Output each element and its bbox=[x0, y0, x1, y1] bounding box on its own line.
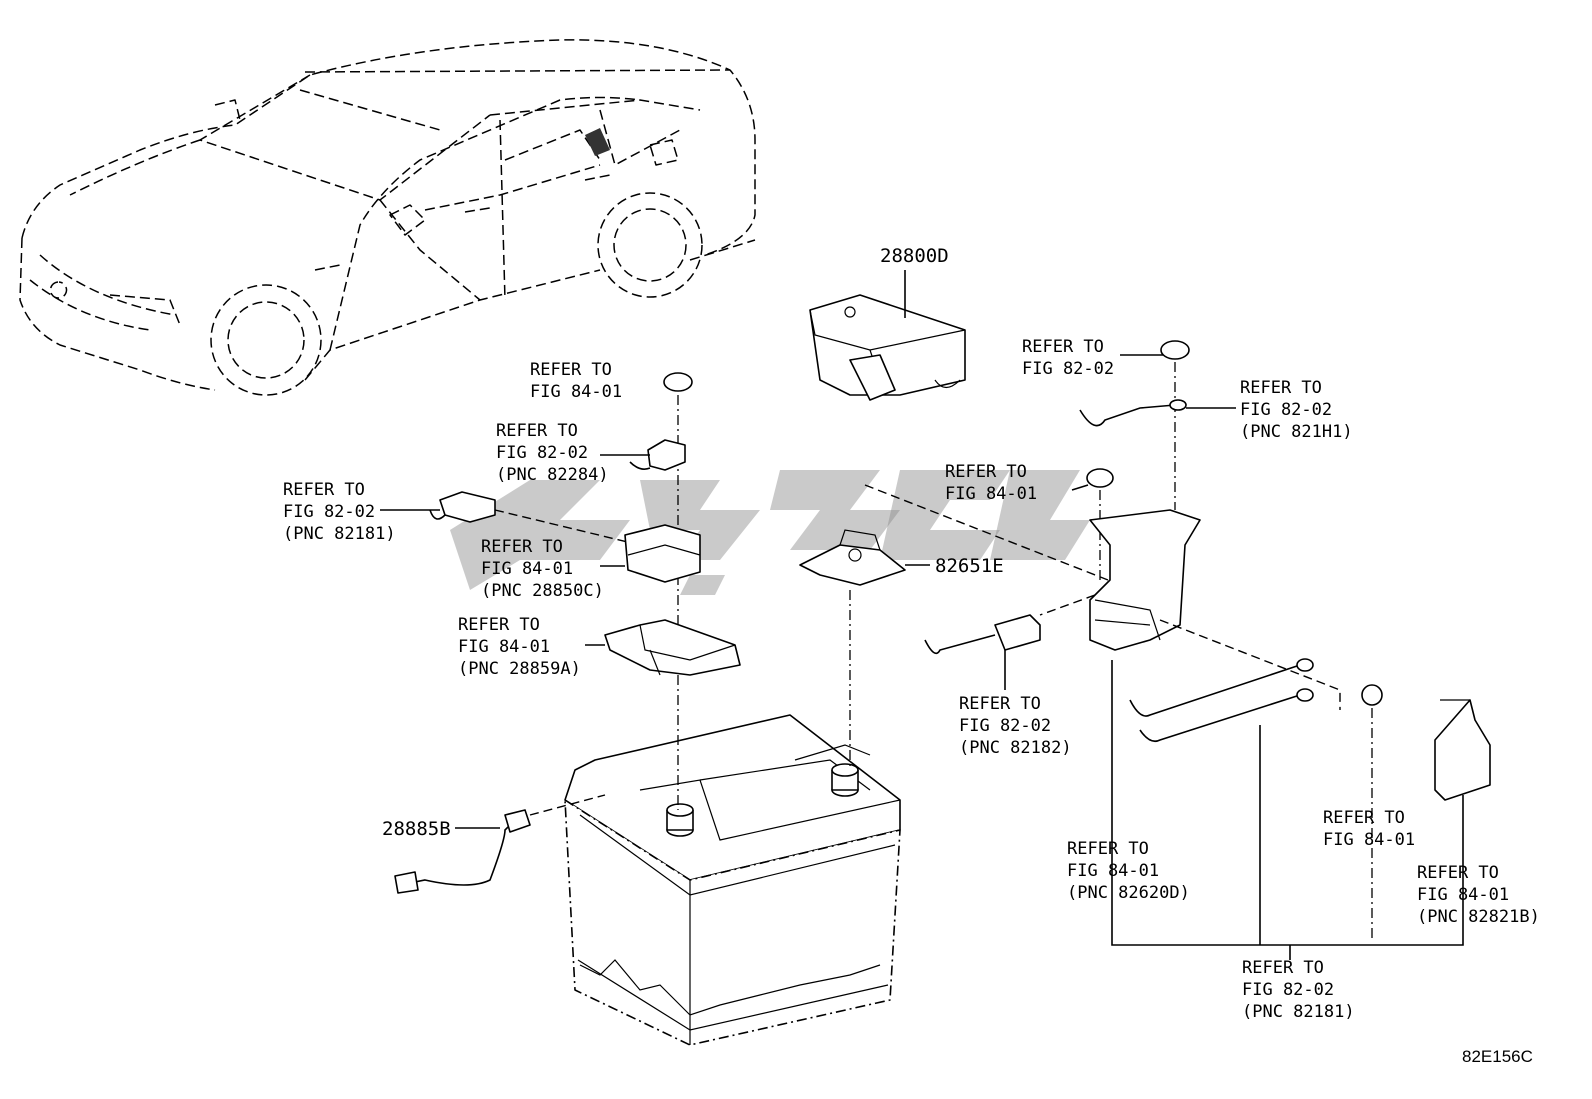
svg-text:REFER TO: REFER TO bbox=[481, 537, 563, 557]
svg-text:REFER TO: REFER TO bbox=[1067, 839, 1149, 859]
svg-text:(PNC 82181): (PNC 82181) bbox=[283, 524, 396, 544]
reference-callout: REFER TO FIG 84-01 (PNC 82821B) bbox=[1417, 863, 1540, 927]
svg-text:REFER TO: REFER TO bbox=[283, 480, 365, 500]
svg-text:REFER TO: REFER TO bbox=[1242, 958, 1324, 978]
svg-text:REFER TO: REFER TO bbox=[1240, 378, 1322, 398]
svg-text:REFER TO: REFER TO bbox=[496, 421, 578, 441]
svg-text:FIG 84-01: FIG 84-01 bbox=[1417, 885, 1509, 905]
sensor-28800d bbox=[809, 294, 966, 401]
right-parts-stack bbox=[864, 340, 1491, 940]
svg-text:FIG 82-02: FIG 82-02 bbox=[959, 716, 1051, 736]
svg-text:FIG 84-01: FIG 84-01 bbox=[530, 382, 622, 402]
reference-callout: REFER TO FIG 84-01 bbox=[1323, 808, 1415, 850]
part-number-28885b: 28885B bbox=[382, 818, 451, 840]
svg-text:FIG 84-01: FIG 84-01 bbox=[458, 637, 550, 657]
svg-text:REFER TO: REFER TO bbox=[458, 615, 540, 635]
clamp-82651e bbox=[799, 529, 906, 770]
svg-text:FIG 82-02: FIG 82-02 bbox=[1240, 400, 1332, 420]
diagram-code: 82E156C bbox=[1462, 1047, 1533, 1066]
left-parts-stack bbox=[429, 372, 741, 810]
svg-text:FIG 84-01: FIG 84-01 bbox=[945, 484, 1037, 504]
svg-text:FIG 84-01: FIG 84-01 bbox=[1323, 830, 1415, 850]
reference-callout: REFER TO FIG 84-01 (PNC 28850C) bbox=[481, 537, 604, 601]
reference-callout: REFER TO FIG 82-02 (PNC 82182) bbox=[959, 694, 1072, 758]
svg-text:FIG 84-01: FIG 84-01 bbox=[481, 559, 573, 579]
reference-callout: REFER TO FIG 82-02 (PNC 82284) bbox=[496, 421, 609, 485]
reference-callout: REFER TO FIG 84-01 bbox=[530, 360, 622, 402]
reference-callout: REFER TO FIG 84-01 (PNC 28859A) bbox=[458, 615, 581, 679]
svg-text:REFER TO: REFER TO bbox=[1022, 337, 1104, 357]
svg-text:FIG 82-02: FIG 82-02 bbox=[1242, 980, 1334, 1000]
svg-text:(PNC 82284): (PNC 82284) bbox=[496, 465, 609, 485]
reference-callout: REFER TO FIG 84-01 bbox=[945, 462, 1037, 504]
vehicle-outline bbox=[19, 39, 756, 396]
battery bbox=[564, 714, 901, 1046]
reference-callouts: REFER TO FIG 84-01 REFER TO FIG 82-02 (P… bbox=[283, 337, 1540, 1022]
svg-text:(PNC 82181): (PNC 82181) bbox=[1242, 1002, 1355, 1022]
svg-text:REFER TO: REFER TO bbox=[959, 694, 1041, 714]
svg-text:(PNC 82821B): (PNC 82821B) bbox=[1417, 907, 1540, 927]
svg-text:(PNC 82182): (PNC 82182) bbox=[959, 738, 1072, 758]
svg-text:(PNC 821H1): (PNC 821H1) bbox=[1240, 422, 1353, 442]
svg-text:REFER TO: REFER TO bbox=[1417, 863, 1499, 883]
svg-text:(PNC 82620D): (PNC 82620D) bbox=[1067, 883, 1190, 903]
part-number-82651e: 82651E bbox=[935, 555, 1004, 577]
reference-callout: REFER TO FIG 84-01 (PNC 82620D) bbox=[1067, 839, 1190, 903]
svg-text:FIG 82-02: FIG 82-02 bbox=[1022, 359, 1114, 379]
part-number-labels: 28800D 82651E 28885B bbox=[382, 245, 1004, 840]
reference-callout: REFER TO FIG 82-02 bbox=[1022, 337, 1114, 379]
svg-text:REFER TO: REFER TO bbox=[1323, 808, 1405, 828]
sensor-wire-28885b bbox=[394, 794, 606, 894]
svg-text:FIG 82-02: FIG 82-02 bbox=[496, 443, 588, 463]
svg-text:(PNC 28850C): (PNC 28850C) bbox=[481, 581, 604, 601]
svg-text:REFER TO: REFER TO bbox=[530, 360, 612, 380]
svg-text:FIG 82-02: FIG 82-02 bbox=[283, 502, 375, 522]
reference-callout: REFER TO FIG 82-02 (PNC 82181) bbox=[283, 480, 396, 544]
svg-text:REFER TO: REFER TO bbox=[945, 462, 1027, 482]
reference-callout: REFER TO FIG 82-02 (PNC 82181) bbox=[1242, 958, 1355, 1022]
reference-callout: REFER TO FIG 82-02 (PNC 821H1) bbox=[1240, 378, 1353, 442]
svg-text:(PNC 28859A): (PNC 28859A) bbox=[458, 659, 581, 679]
svg-text:FIG 84-01: FIG 84-01 bbox=[1067, 861, 1159, 881]
part-number-28800d: 28800D bbox=[880, 245, 949, 267]
leader-lines bbox=[380, 270, 1464, 960]
